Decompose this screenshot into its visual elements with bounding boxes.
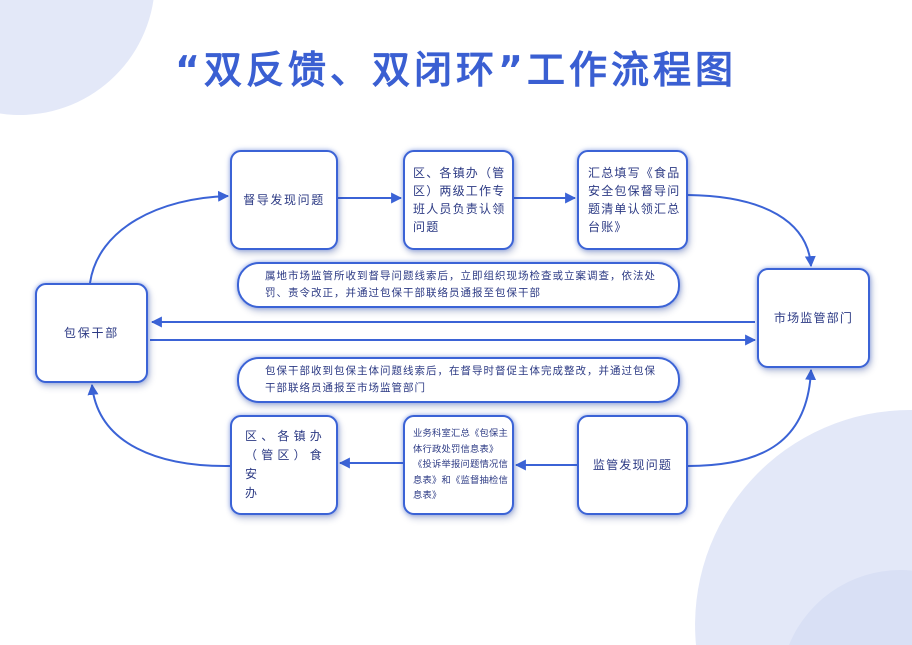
node-market-regulation-dept: 市场监管部门 xyxy=(757,268,870,368)
node-text-line: 汇总填写《食品 xyxy=(588,166,681,180)
note-text-line: 罚、责令改正，并通过包保干部联络员通报至包保干部 xyxy=(265,287,541,299)
node-text-line: 市场监管部门 xyxy=(773,311,854,325)
node-text-line: 问题 xyxy=(413,220,440,234)
node-text-line: 题清单认领汇总 xyxy=(588,202,681,216)
node-text-line: 区、各镇办 xyxy=(245,429,323,443)
node-summary-ledger: 汇总填写《食品 安全包保督导问 题清单认领汇总 台账》 xyxy=(577,150,688,250)
background-circle-bottom-right-inner xyxy=(789,570,912,645)
arrow-ledger-to-market xyxy=(687,194,816,268)
arrow-cadre-to-supervision xyxy=(89,190,230,284)
arrow-regfound-market-link xyxy=(687,368,817,467)
feedback-note-market-to-cadre: 属地市场监管所收到督导问题线索后，立即组织现场检查或立案调查，依法处 罚、责令改… xyxy=(237,262,680,308)
node-text-line: 督导发现问题 xyxy=(243,193,325,207)
node-text-line: 息表》和《监督抽检信 xyxy=(413,474,508,486)
note-text-line: 干部联络员通报至市场监管部门 xyxy=(265,382,426,394)
node-supervision-found: 督导发现问题 xyxy=(230,150,338,250)
node-text-line: 班人员负责认领 xyxy=(413,202,506,216)
feedback-note-cadre-to-market: 包保干部收到包保主体问题线索后，在督导时督促主体完成整改，并通过包保 干部联络员… xyxy=(237,357,680,403)
node-text-line: 安全包保督导问 xyxy=(588,184,681,198)
node-district-claim: 区、各镇办（管 区）两级工作专 班人员负责认领 问题 xyxy=(403,150,514,250)
node-text-line: 区）两级工作专 xyxy=(413,184,506,198)
node-text-line: 台账》 xyxy=(588,220,628,234)
node-regulation-found: 监管发现问题 xyxy=(577,415,688,515)
node-text-line: 体行政处罚信息表》 xyxy=(413,443,499,455)
note-text-line: 包保干部收到包保主体问题线索后，在督导时督促主体完成整改，并通过包保 xyxy=(265,365,656,377)
node-text-line: 业务科室汇总《包保主 xyxy=(413,428,508,440)
node-text-line: （管区）食安 xyxy=(245,448,323,481)
node-text-line: 区、各镇办（管 xyxy=(413,166,506,180)
node-food-safety-office: 区、各镇办 （管区）食安 办 xyxy=(230,415,338,515)
node-text-line: 包保干部 xyxy=(63,326,120,340)
node-text-line: 监管发现问题 xyxy=(592,458,673,472)
node-dept-summary: 业务科室汇总《包保主 体行政处罚信息表》 《投诉举报问题情况信 息表》和《监督抽… xyxy=(403,415,514,515)
node-baobao-cadre: 包保干部 xyxy=(35,283,148,383)
node-text-line: 《投诉举报问题情况信 xyxy=(413,459,508,471)
note-text-line: 属地市场监管所收到督导问题线索后，立即组织现场检查或立案调查，依法处 xyxy=(265,270,656,282)
background-circle-top-left xyxy=(0,0,154,115)
page-title: “双反馈、双闭环”工作流程图 xyxy=(175,48,737,92)
arrow-office-to-cadre xyxy=(87,383,231,468)
node-text-line: 息表》 xyxy=(413,490,442,502)
node-text-line: 办 xyxy=(245,486,259,500)
